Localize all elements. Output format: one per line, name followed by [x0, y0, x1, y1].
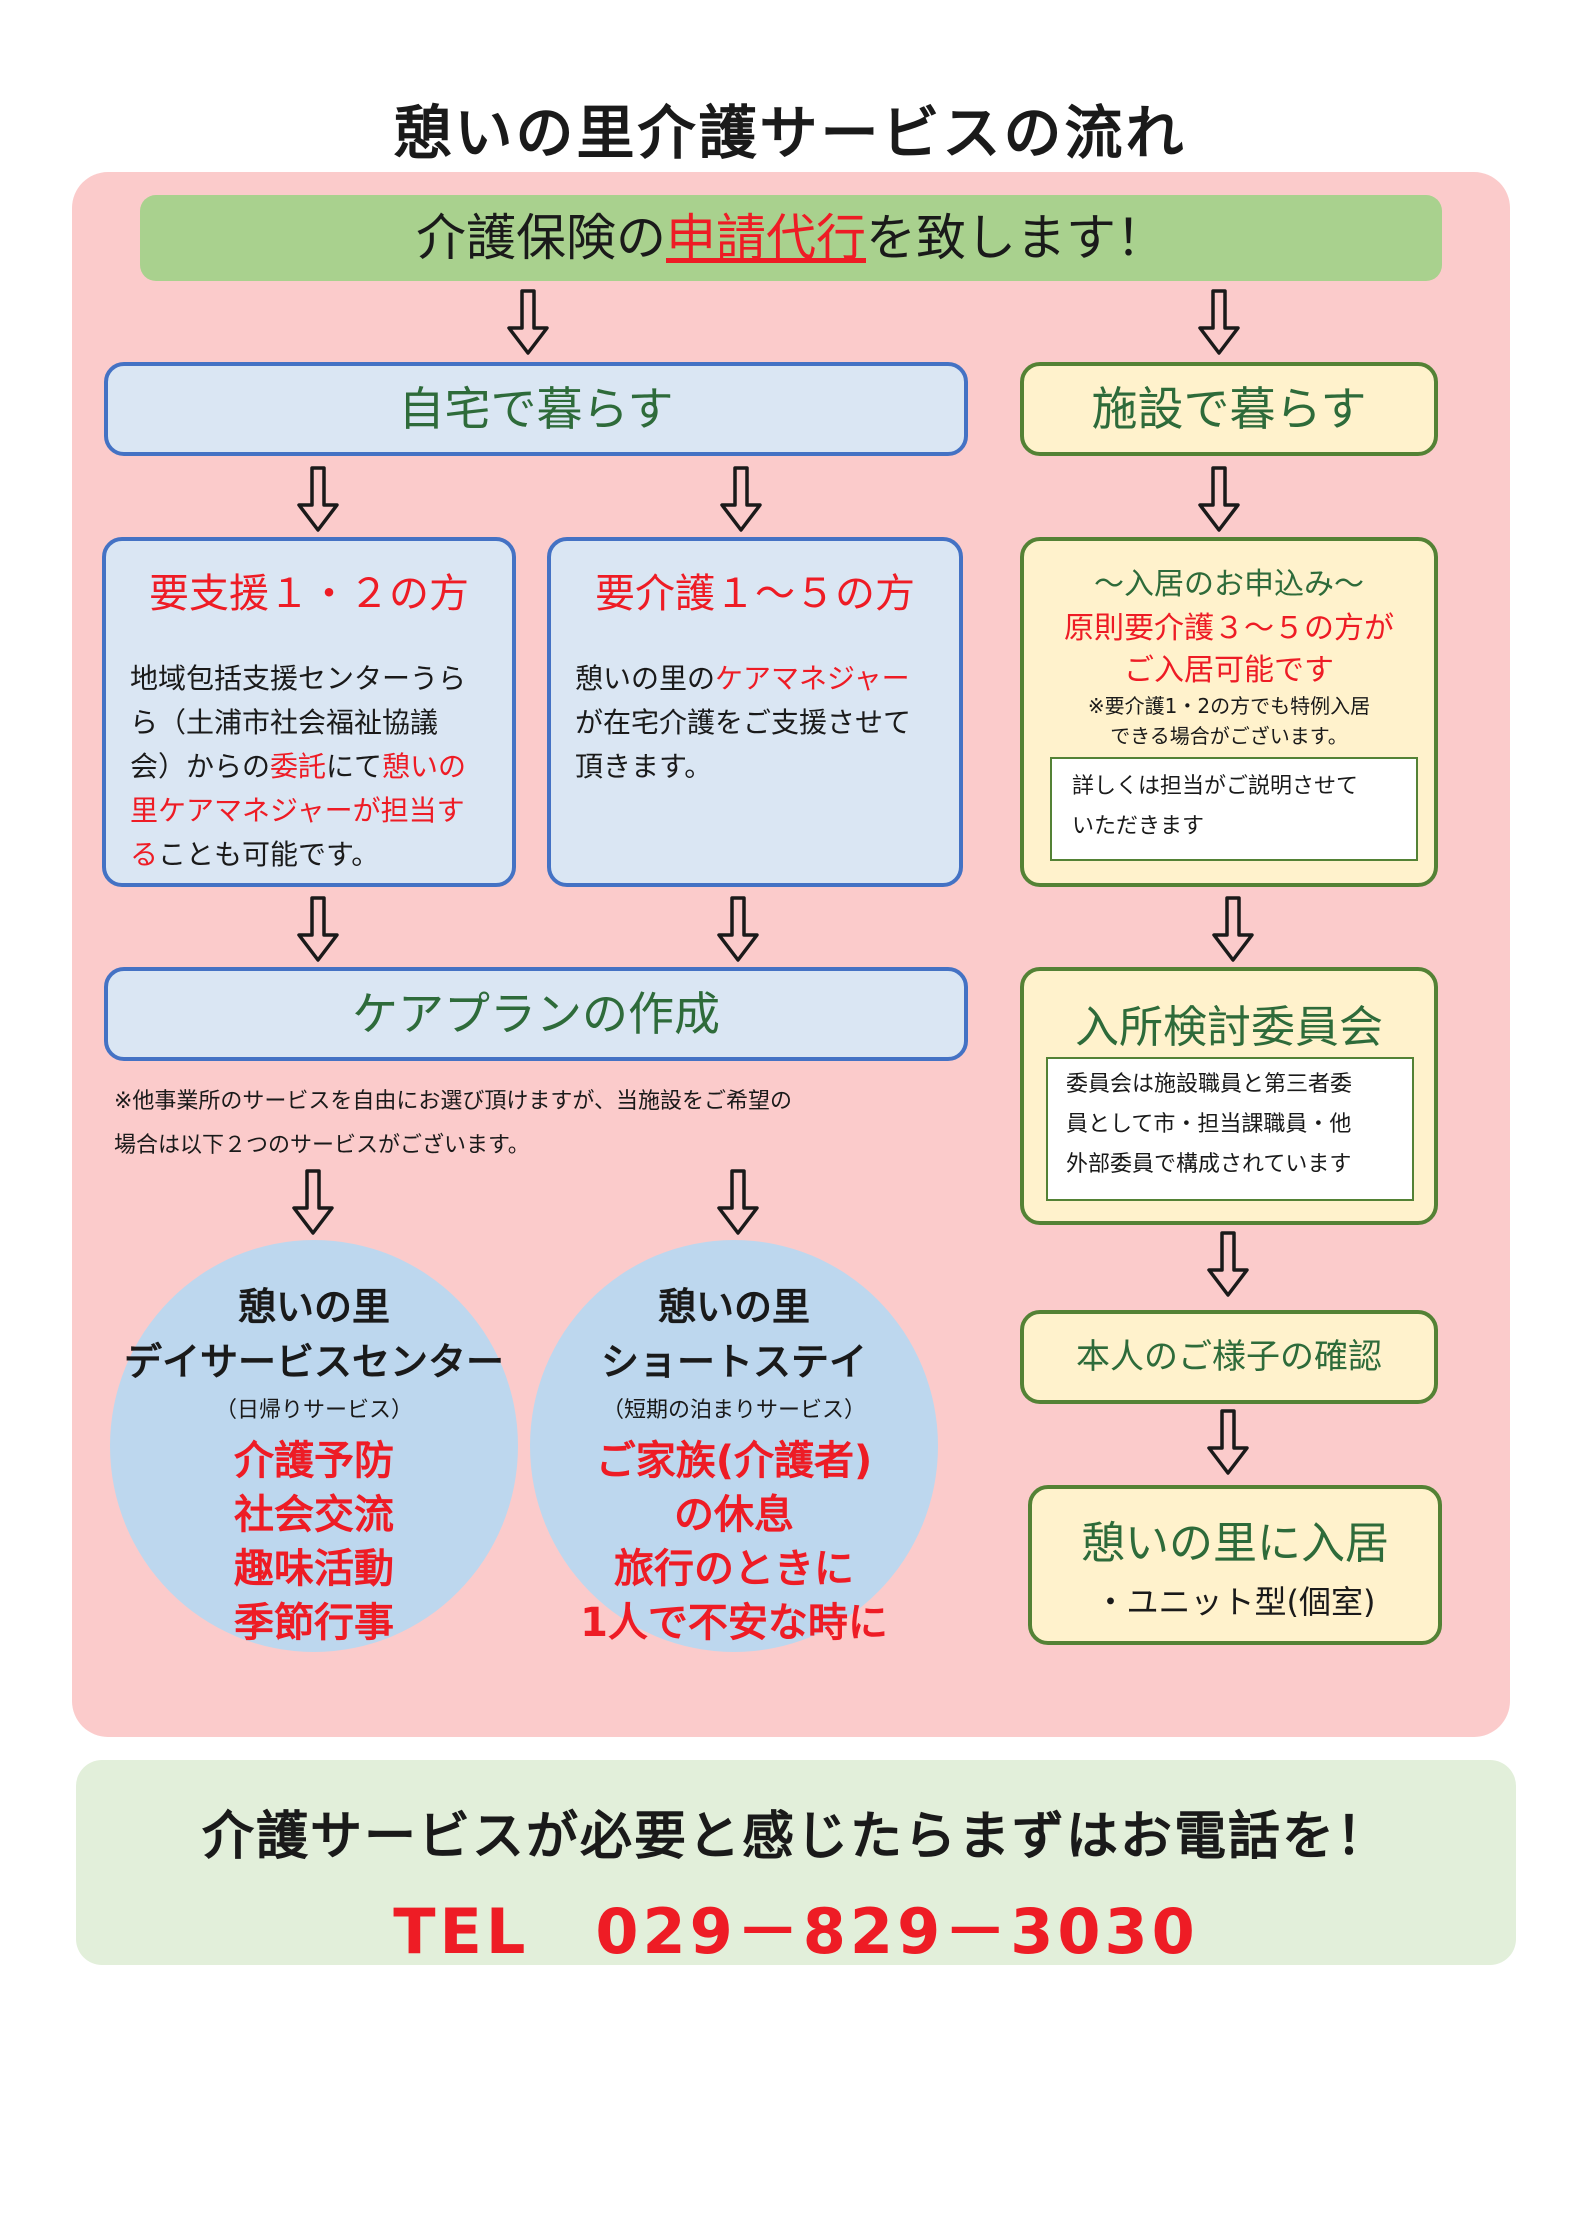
care-level-box: 要介護１～５の方 憩いの里のケアマネジャー が在宅介護をご支援させて 頂きます。	[547, 537, 963, 887]
note-line: ※他事業所のサービスを自由にお選び頂けますが、当施設をご希望の	[114, 1089, 792, 1114]
move-in-title: 憩いの里に入居	[1081, 1518, 1389, 1569]
day-service-title: 憩いの里	[237, 1285, 390, 1329]
short-stay-item: 旅行のときに	[614, 1546, 854, 1592]
confirmation-box: 本人のご様子の確認	[1020, 1310, 1438, 1404]
text-line: が在宅介護をご支援させて	[575, 706, 912, 739]
committee-detail-box: 委員会は施設職員と第三者委 員として市・担当課職員・他 外部委員で構成されていま…	[1046, 1057, 1414, 1201]
text-span: 憩いの	[382, 750, 467, 783]
application-note: できる場合がございます。	[1110, 724, 1348, 748]
day-service-subtitle: （日帰りサービス）	[214, 1398, 413, 1423]
short-stay-title: ショートステイ	[600, 1340, 867, 1384]
contact-footer: 介護サービスが必要と感じたらまずはお電話を！ TEL 029－829－3030	[76, 1760, 1516, 1968]
phone-number[interactable]: TEL 029－829－3030	[393, 1895, 1199, 1968]
support-level-title: 要支援１・２の方	[149, 571, 469, 617]
short-stay-item: の休息	[674, 1492, 794, 1538]
arrow-down-icon	[715, 895, 761, 963]
contact-message: 介護サービスが必要と感じたらまずはお電話を！	[201, 1807, 1390, 1867]
care-plan-title: ケアプランの作成	[352, 987, 720, 1041]
committee-box: 入所検討委員会 委員会は施設職員と第三者委 員として市・担当課職員・他 外部委員…	[1020, 967, 1438, 1225]
text-line: 地域包括支援センターうら	[130, 662, 467, 695]
facility-living-box: 施設で暮らす	[1020, 362, 1438, 456]
detail-line: 詳しくは担当がご説明させて	[1072, 774, 1359, 799]
banner-highlight: 申請代行	[666, 209, 866, 267]
arrow-down-icon	[1210, 895, 1256, 963]
text-span: にて	[326, 750, 383, 783]
arrow-down-icon	[718, 465, 764, 533]
text-line: ることも可能です。	[130, 833, 512, 877]
care-level-title: 要介護１～５の方	[595, 571, 915, 617]
other-services-note: ※他事業所のサービスを自由にお選び頂けますが、当施設をご希望の 場合は以下２つの…	[114, 1080, 974, 1168]
support-level-box: 要支援１・２の方 地域包括支援センターうら ら（土浦市社会福祉協議 会）からの委…	[102, 537, 516, 887]
move-in-room-type: ・ユニット型(個室)	[1094, 1583, 1376, 1621]
day-service-item: 介護予防	[234, 1438, 394, 1484]
home-living-title: 自宅で暮らす	[398, 382, 674, 436]
support-level-text: 地域包括支援センターうら ら（土浦市社会福祉協議 会）からの委託にて憩いの 里ケ…	[130, 657, 512, 877]
application-note: ※要介護1・2の方でも特例入居	[1087, 694, 1371, 718]
application-box: ～入居のお申込み～ 原則要介護３～５の方が ご入居可能です ※要介護1・2の方で…	[1020, 537, 1438, 887]
detail-line: 員として市・担当課職員・他	[1066, 1112, 1352, 1137]
arrow-down-icon	[1196, 288, 1242, 356]
short-stay-item: ご家族(介護者)	[595, 1438, 873, 1484]
arrow-down-icon	[295, 895, 341, 963]
text-line: 里ケアマネジャーが担当す	[130, 794, 465, 827]
application-detail-box: 詳しくは担当がご説明させて いただきます	[1050, 757, 1418, 861]
arrow-down-icon	[505, 288, 551, 356]
text-span: ことも可能です。	[158, 838, 380, 871]
arrow-down-icon	[1205, 1408, 1251, 1476]
detail-line: 外部委員で構成されています	[1066, 1152, 1352, 1177]
detail-line: 委員会は施設職員と第三者委	[1066, 1072, 1353, 1097]
facility-living-title: 施設で暮らす	[1091, 382, 1367, 436]
move-in-box: 憩いの里に入居 ・ユニット型(個室)	[1028, 1485, 1442, 1645]
day-service-item: 趣味活動	[234, 1546, 394, 1592]
committee-title: 入所検討委員会	[1075, 1002, 1383, 1053]
text-span: 会）からの	[130, 750, 271, 783]
day-service-title: デイサービスセンター	[123, 1340, 504, 1384]
text-span: ケアマネジャー	[715, 662, 910, 695]
day-service-item: 季節行事	[234, 1600, 394, 1646]
text-span: 憩いの里の	[575, 662, 716, 695]
text-line: 会）からの委託にて憩いの	[130, 745, 512, 789]
text-span: 委託	[270, 750, 327, 783]
arrow-down-icon	[1196, 465, 1242, 533]
day-service-circle: 憩いの里 デイサービスセンター （日帰りサービス） 介護予防 社会交流 趣味活動…	[110, 1240, 518, 1652]
banner-suffix: を致します！	[866, 209, 1166, 267]
text-line: ら（土浦市社会福祉協議	[130, 706, 439, 739]
application-banner: 介護保険の申請代行を致します！	[140, 195, 1442, 281]
arrow-down-icon	[295, 465, 341, 533]
short-stay-item: 1人で不安な時に	[580, 1600, 888, 1646]
short-stay-title: 憩いの里	[657, 1285, 810, 1329]
short-stay-circle: 憩いの里 ショートステイ （短期の泊まりサービス） ご家族(介護者) の休息 旅…	[530, 1240, 938, 1652]
application-eligibility: ご入居可能です	[1124, 653, 1334, 688]
page-title: 憩いの里介護サービスの流れ	[393, 99, 1187, 167]
short-stay-subtitle: （短期の泊まりサービス）	[601, 1398, 866, 1423]
confirmation-title: 本人のご様子の確認	[1076, 1337, 1382, 1377]
care-plan-box: ケアプランの作成	[104, 967, 968, 1061]
detail-line: いただきます	[1072, 814, 1205, 839]
text-line: 憩いの里のケアマネジャー	[575, 657, 959, 701]
note-line: 場合は以下２つのサービスがございます。	[114, 1133, 530, 1158]
arrow-down-icon	[1205, 1230, 1251, 1298]
arrow-down-icon	[715, 1168, 761, 1236]
day-service-item: 社会交流	[234, 1492, 394, 1538]
banner-prefix: 介護保険の	[416, 209, 666, 267]
arrow-down-icon	[290, 1168, 336, 1236]
text-span: る	[130, 838, 159, 871]
home-living-box: 自宅で暮らす	[104, 362, 968, 456]
text-line: 頂きます。	[575, 750, 713, 783]
application-eligibility: 原則要介護３～５の方が	[1064, 611, 1394, 646]
care-level-text: 憩いの里のケアマネジャー が在宅介護をご支援させて 頂きます。	[575, 657, 959, 789]
application-title: ～入居のお申込み～	[1094, 567, 1364, 602]
